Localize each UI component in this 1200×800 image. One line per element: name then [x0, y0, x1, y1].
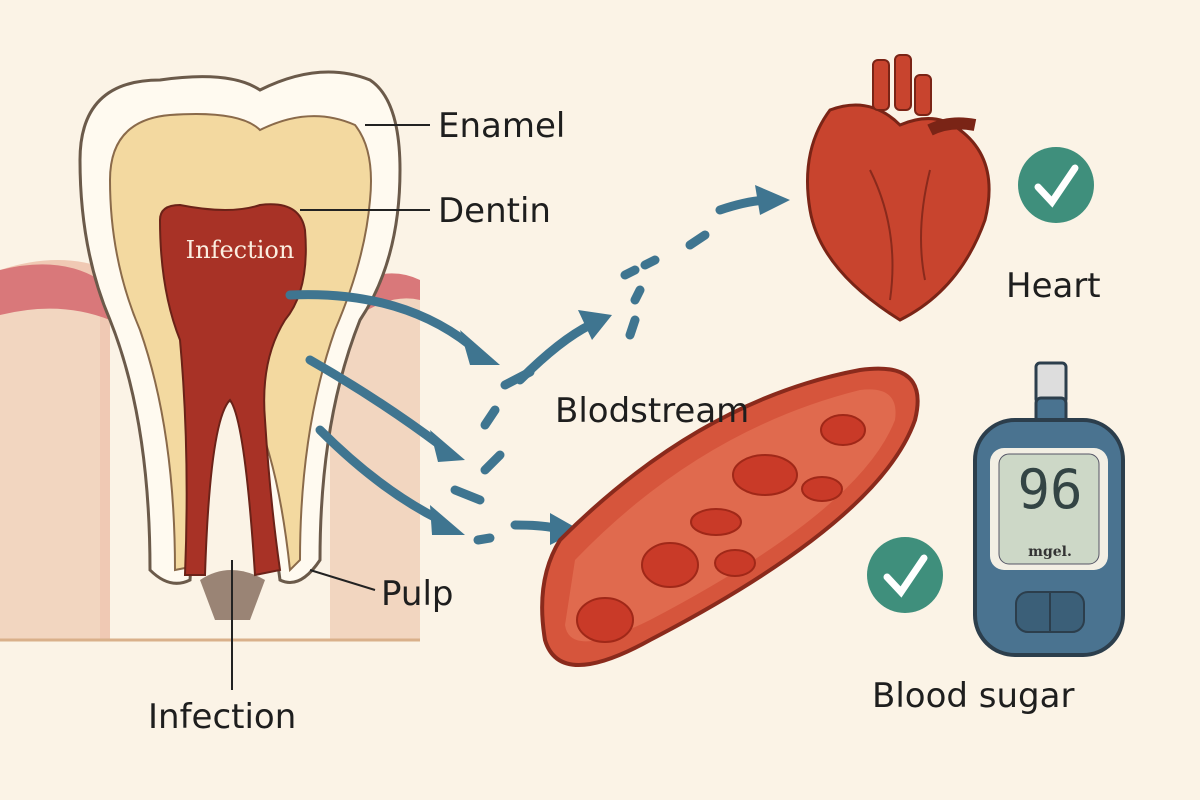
check-icon-heart	[1018, 147, 1094, 223]
label-pulp: Pulp	[381, 574, 453, 614]
label-infection: Infection	[148, 697, 296, 737]
bacteria	[450, 230, 710, 545]
blood-vessel	[540, 366, 920, 667]
check-icon-blood-sugar	[867, 537, 943, 613]
label-heart: Heart	[1006, 266, 1101, 306]
heart-illustration	[806, 54, 991, 322]
tooth	[78, 70, 402, 620]
gum-bone	[0, 260, 420, 642]
meter-reading: 96	[1017, 458, 1082, 521]
leader-lines	[231, 124, 430, 690]
label-infection-tooth: Infection	[186, 236, 295, 264]
glucose-meter	[973, 361, 1125, 657]
meter-unit: mgel.	[1028, 544, 1072, 560]
label-bloodstream: Blodstream	[555, 391, 749, 431]
arrowheads	[430, 185, 790, 545]
label-dentin: Dentin	[438, 191, 551, 231]
label-enamel: Enamel	[438, 106, 565, 146]
label-blood-sugar: Blood sugar	[872, 676, 1074, 716]
